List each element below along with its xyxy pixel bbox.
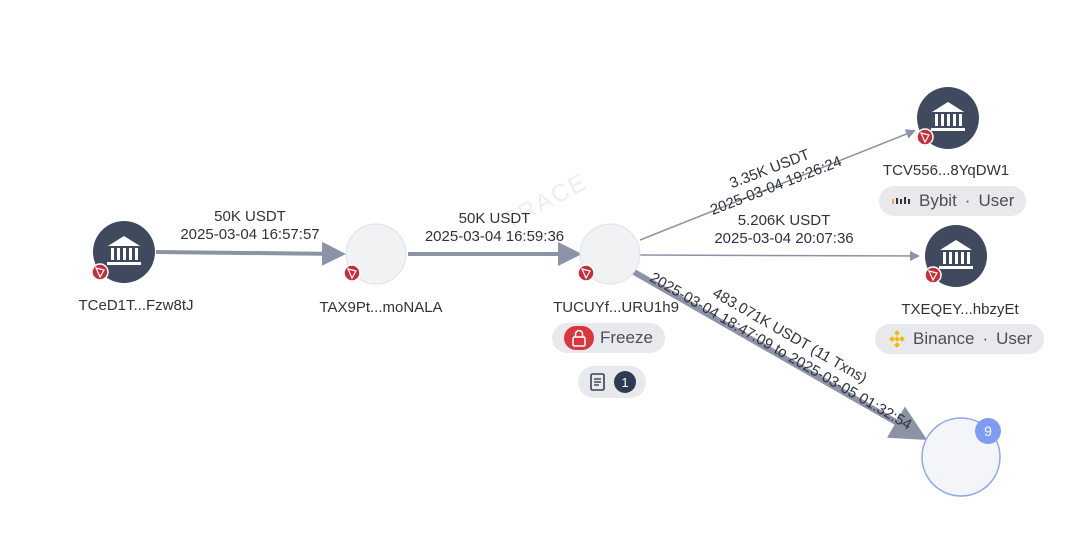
binance-name: Binance [913, 329, 975, 348]
node-n2-address[interactable]: TAX9Pt...moNALA [319, 299, 443, 316]
note-count-badge: 1 [614, 371, 636, 393]
exchange-tag-binance[interactable]: Binance·User [875, 324, 1045, 354]
edge-e1-time: 2025-03-04 16:57:57 [180, 226, 320, 243]
edge-e1-label: 50K USDT 2025-03-04 16:57:57 [170, 208, 330, 244]
edge-n3-n4[interactable] [639, 129, 916, 241]
node-n5-address[interactable]: TXEQEY...hbzyEt [901, 301, 1019, 318]
node-n3-address[interactable]: TUCUYf...URU1h9 [553, 299, 679, 316]
node-n4-address[interactable]: TCV556...8YqDW1 [882, 162, 1010, 179]
edge-n3-n6[interactable] [632, 269, 928, 440]
edge-e4-amount: 5.206K USDT [737, 212, 831, 229]
edge-n1-n2[interactable] [155, 241, 346, 266]
freeze-label: Freeze [600, 328, 653, 347]
node-n5[interactable] [924, 225, 987, 287]
freeze-tag[interactable]: Freeze [552, 323, 665, 353]
cluster-count-badge[interactable]: 9 [975, 418, 1001, 444]
edge-e4-label: 5.206K USDT 2025-03-04 20:07:36 [700, 212, 868, 248]
binance-tag: User [996, 329, 1033, 348]
edge-e2-label: 50K USDT 2025-03-04 16:59:36 [412, 210, 577, 246]
node-n1[interactable] [91, 221, 155, 283]
document-icon [590, 373, 605, 391]
node-n4[interactable] [916, 87, 979, 149]
bank-icon [931, 102, 965, 131]
bybit-name: Bybit [919, 191, 957, 210]
edge-e2-time: 2025-03-04 16:59:36 [424, 228, 565, 245]
edge-e2-amount: 50K USDT [458, 210, 531, 227]
node-n1-address[interactable]: TCeD1T...Fzw8tJ [78, 297, 194, 314]
lock-icon [564, 326, 594, 350]
node-n2[interactable] [343, 223, 407, 285]
notes-tag[interactable]: 1 [578, 366, 646, 398]
tron-icon [343, 264, 361, 282]
bybit-logo-icon [892, 197, 910, 204]
bank-icon [107, 236, 141, 265]
bank-icon [939, 240, 973, 269]
edge-e1-amount: 50K USDT [214, 208, 286, 225]
tron-icon [91, 263, 109, 281]
tron-icon [924, 266, 942, 284]
edge-e4-time: 2025-03-04 20:07:36 [714, 230, 854, 247]
edge-n3-n5[interactable] [639, 250, 920, 261]
binance-logo-icon [889, 330, 905, 348]
tron-icon [577, 264, 595, 282]
bybit-tag: User [978, 191, 1015, 210]
tron-icon [916, 128, 934, 146]
exchange-tag-bybit[interactable]: Bybit·User [879, 186, 1027, 216]
node-n3[interactable] [577, 223, 641, 285]
